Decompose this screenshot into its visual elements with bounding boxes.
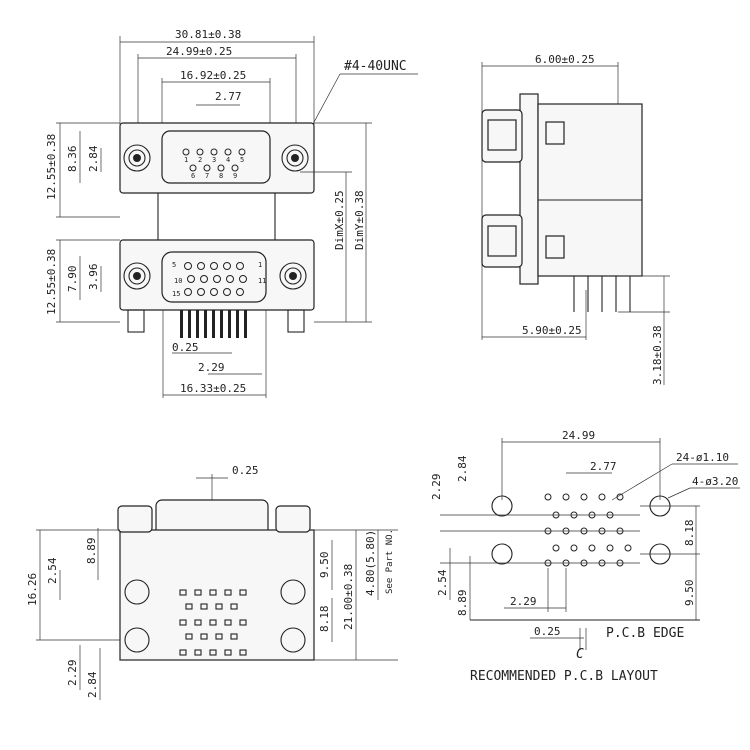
lower-left-screw <box>123 262 151 290</box>
dim-bottom-row-d: 2.84 <box>86 671 99 698</box>
pcb-edge-offset: 0.25 <box>534 625 561 638</box>
dim-bottom-row-b: 8.89 <box>85 538 98 565</box>
dim-bottom-row-c: 2.29 <box>66 660 79 687</box>
bottom-right-boss-lower <box>280 627 306 653</box>
dim-lower-pin-pitch: 2.29 <box>198 361 225 374</box>
dim-upper-height: 12.55±0.38 <box>45 134 58 200</box>
upper-pin-label: 6 <box>191 172 195 180</box>
dim-bottom-total-height: 21.00±0.38 <box>342 564 355 630</box>
upper-pin-label: 8 <box>219 172 223 180</box>
pcb-left-offset-a: 2.29 <box>430 474 443 501</box>
lower-pin-label: 1 <box>258 261 262 269</box>
dim-side-bottom-width: 5.90±0.25 <box>522 324 582 337</box>
pcb-right-b: 9.50 <box>683 580 696 607</box>
bottom-left-boss-lower <box>124 627 150 653</box>
upper-pin-label: 4 <box>226 156 230 164</box>
dim-lower-shell-height: 7.90 <box>66 266 79 293</box>
pcb-caption: RECOMMENDED P.C.B LAYOUT <box>470 669 658 684</box>
upper-left-screw <box>123 144 151 172</box>
dim-bottom-row-a: 2.54 <box>46 557 59 584</box>
bottom-right-boss-upper <box>280 579 306 605</box>
pcb-right-a: 8.18 <box>683 520 696 547</box>
part-note: See Part NO. <box>385 529 395 594</box>
dim-side-top-width: 6.00±0.25 <box>535 53 595 66</box>
lower-pin-label: 15 <box>172 290 180 298</box>
thread-label: #4-40UNC <box>344 59 407 74</box>
dim-lower-height: 12.55±0.38 <box>45 249 58 315</box>
lower-pin-label: 10 <box>174 277 182 285</box>
side-tails <box>573 276 631 312</box>
dim-pin-offset: 0.25 <box>232 464 259 477</box>
pcb-edge-label: P.C.B EDGE <box>606 626 684 641</box>
upper-pin-label: 9 <box>233 172 237 180</box>
dim-upper-row-pitch: 2.84 <box>87 145 100 172</box>
dim-y: DimY±0.38 <box>353 190 366 250</box>
pcb-mount-hole-1 <box>491 495 513 517</box>
pcb-pin-pitch-top: 2.77 <box>590 460 617 473</box>
bottom-left-boss-upper <box>124 579 150 605</box>
upper-pin-label: 2 <box>198 156 202 164</box>
pcb-hole-small: 24-ø1.10 <box>676 451 729 464</box>
pcb-pitch-width: 24.99 <box>562 429 595 442</box>
dim-bottom-right-b: 8.18 <box>318 606 331 633</box>
upper-pin-label: 3 <box>212 156 216 164</box>
bottom-view: 0.25 16.26 2.54 8.89 2.29 2.84 <box>26 464 398 700</box>
dim-bottom-overall-height: 16.26 <box>26 573 39 606</box>
lower-pin-label: 5 <box>172 261 176 269</box>
lower-pin-label: 11 <box>258 277 266 285</box>
dim-flange-pitch: 24.99±0.25 <box>166 45 232 58</box>
bottom-pins <box>179 589 247 656</box>
dim-bottom-part-height: 4.80(5.80) <box>364 530 377 596</box>
upper-pin-label: 1 <box>184 156 188 164</box>
lower-tails <box>180 310 247 338</box>
lower-right-screw <box>279 262 307 290</box>
lower-pins <box>184 262 247 296</box>
upper-pin-label: 7 <box>205 172 209 180</box>
dim-lower-row-pitch: 3.96 <box>87 264 100 291</box>
pcb-hole-large: 4-ø3.20 <box>692 475 738 488</box>
pcb-mount-hole-3 <box>491 543 513 565</box>
dim-bottom-right-a: 9.50 <box>318 552 331 579</box>
pcb-top-row-offset: 2.84 <box>456 455 469 482</box>
pcb-left-b: 2.54 <box>436 569 449 596</box>
upper-pins <box>182 148 246 172</box>
pcb-layout: 24.99 24-ø1.10 4-ø3.20 2.77 2.84 2.29 8.… <box>430 429 740 684</box>
side-flange <box>519 93 539 285</box>
pcb-left-c: 8.89 <box>456 590 469 617</box>
dim-tail-length: 3.18±0.38 <box>651 325 664 385</box>
dim-tail-thickness: 0.25 <box>172 341 199 354</box>
dim-upper-shell-height: 8.36 <box>66 146 79 173</box>
front-view: 30.81±0.38 24.99±0.25 16.92±0.25 2.77 #4… <box>45 28 418 398</box>
upper-pin-label: 5 <box>240 156 244 164</box>
pcb-pitch-bottom: 2.29 <box>510 595 537 608</box>
dim-upper-shell-width: 16.92±0.25 <box>180 69 246 82</box>
upper-shell <box>161 130 271 184</box>
dim-lower-shell-width: 16.33±0.25 <box>180 382 246 395</box>
centerline-symbol: C <box>576 647 584 662</box>
dim-upper-pin-pitch: 2.77 <box>215 90 242 103</box>
side-view: 6.00±0.25 3.18±0.38 5.90±0.25 <box>481 53 670 385</box>
pcb-small-holes <box>544 493 632 567</box>
dim-overall-width: 30.81±0.38 <box>175 28 241 41</box>
upper-right-screw <box>281 144 309 172</box>
dim-x: DimX±0.25 <box>333 190 346 250</box>
